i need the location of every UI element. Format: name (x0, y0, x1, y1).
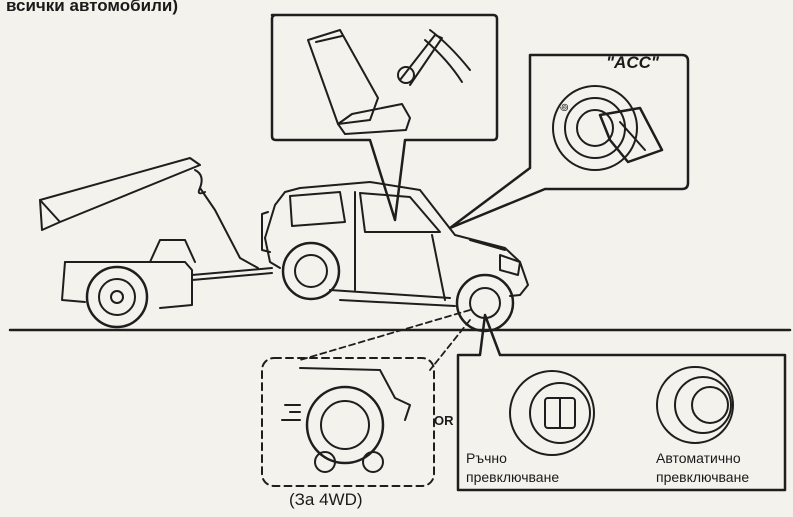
auto-hub-label: Автоматично превключване (656, 449, 749, 487)
auto-hub-line1: Автоматично (656, 450, 741, 466)
tow-truck (39, 157, 273, 329)
fourwd-label: (За 4WD) (289, 490, 363, 509)
wheel-leaders (299, 309, 471, 371)
manual-hub-label: Ръчно превключване (466, 449, 559, 487)
ignition-callout: ꩜ (448, 53, 690, 230)
auto-hub-line2: превключване (656, 469, 750, 485)
seat-callout (270, 13, 499, 222)
towed-car (261, 181, 529, 333)
fourwd-box (261, 357, 435, 487)
manual-hub-line2: превключване (466, 469, 560, 485)
svg-text:꩜: ꩜ (560, 102, 569, 112)
hub-options-box (456, 313, 787, 492)
manual-hub-line1: Ръчно (466, 450, 507, 466)
ignition-acc-label: "ACC" (606, 53, 659, 72)
or-label: OR (434, 413, 454, 428)
top-caption: всички автомобили) (6, 0, 179, 15)
